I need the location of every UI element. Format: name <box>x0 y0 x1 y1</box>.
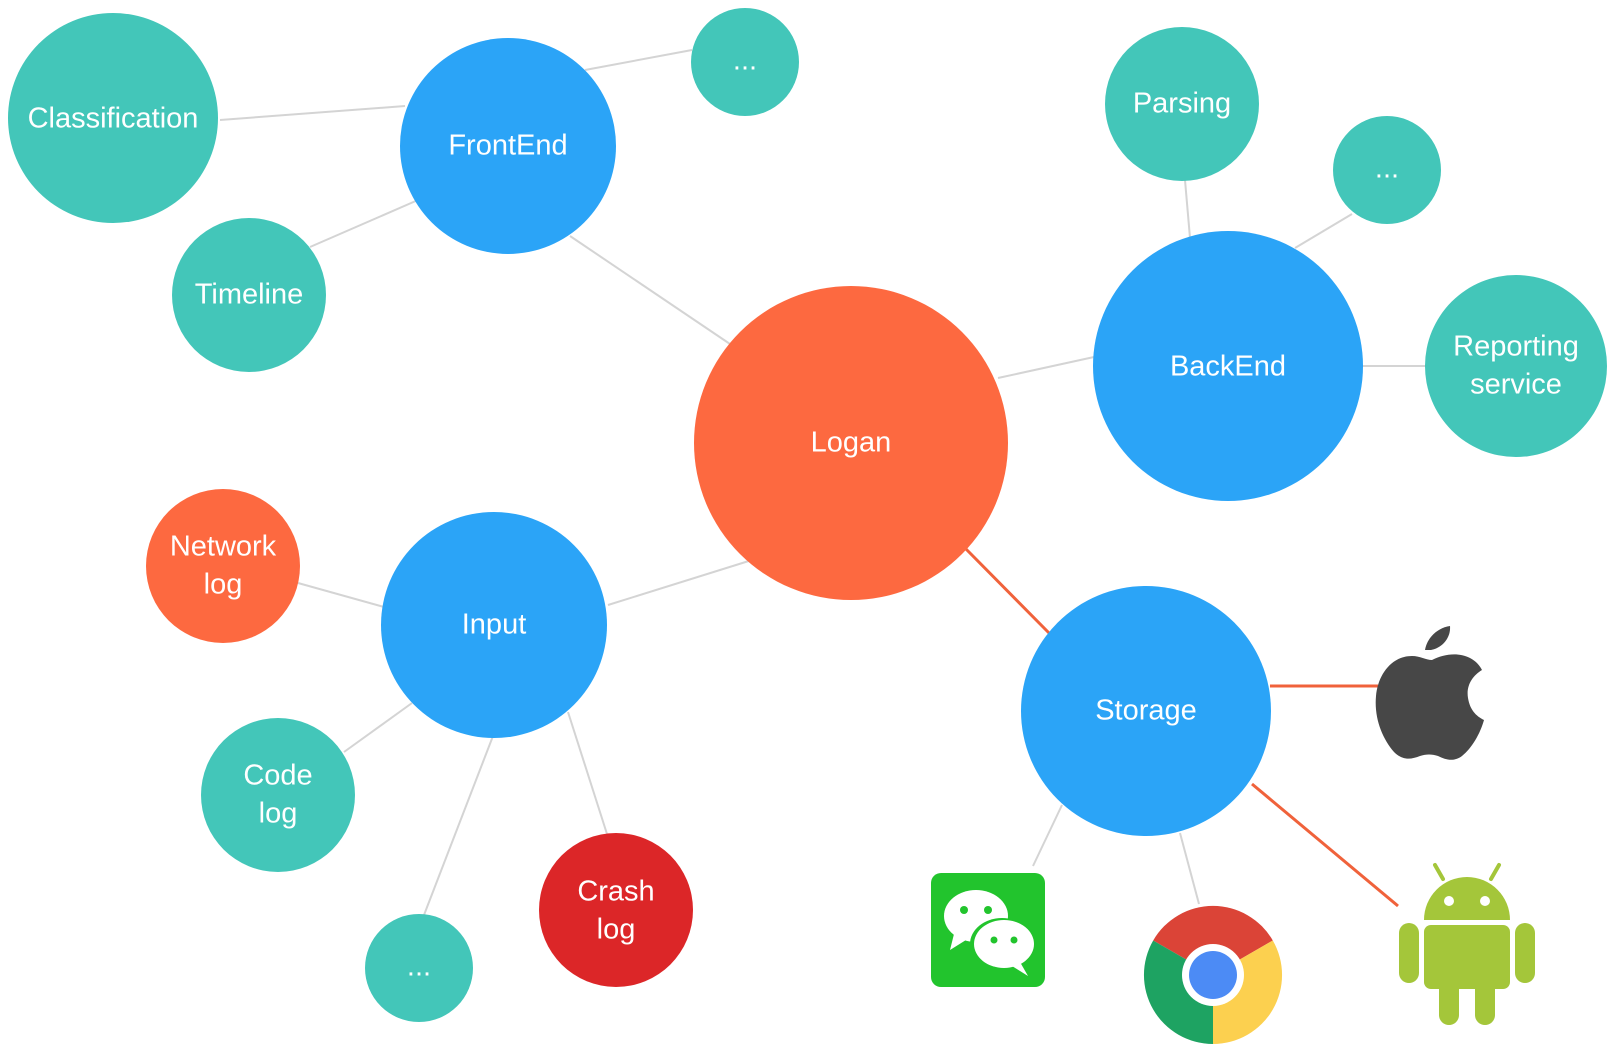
node-backend-more-label: ... <box>1375 153 1399 185</box>
node-timeline-circle <box>172 218 326 372</box>
node-storage-circle <box>1021 586 1271 836</box>
node-network-log-label-2: log <box>204 569 243 601</box>
node-frontend: FrontEnd <box>400 38 616 254</box>
node-code-log: Code log <box>201 718 355 872</box>
node-classification: Classification <box>8 13 218 223</box>
node-crash-log: Crash log <box>539 833 693 987</box>
node-crash-log-label-2: log <box>597 914 636 946</box>
edge-input-network <box>297 582 385 608</box>
apple-icon <box>1375 626 1484 760</box>
node-backend: BackEnd <box>1093 231 1363 501</box>
node-logan-label: Logan <box>811 427 892 459</box>
edge-storage-chrome <box>1179 832 1200 905</box>
edge-backend-parsing <box>1184 179 1191 239</box>
node-network-log-label: Network <box>170 531 277 563</box>
node-input-more-circle <box>365 914 473 1022</box>
edge-input-code <box>343 702 413 753</box>
node-storage: Storage <box>1021 586 1271 836</box>
node-frontend-circle <box>400 38 616 254</box>
node-network-log: Network log <box>146 489 300 643</box>
node-reporting-service: Reporting service <box>1425 275 1607 457</box>
node-storage-label: Storage <box>1095 695 1197 727</box>
platform-icons <box>931 626 1535 1044</box>
node-backend-circle <box>1093 231 1363 501</box>
node-input-more: ... <box>365 914 473 1022</box>
node-input-label: Input <box>462 609 527 641</box>
node-code-log-circle <box>201 718 355 872</box>
edge-frontend-more <box>584 49 693 71</box>
edge-frontend-classification <box>219 105 406 121</box>
node-frontend-more-label: ... <box>733 45 757 77</box>
node-network-log-circle <box>146 489 300 643</box>
node-input-more-label: ... <box>407 951 431 983</box>
node-parsing-label: Parsing <box>1133 88 1231 120</box>
node-frontend-more: ... <box>691 8 799 116</box>
node-backend-more-circle <box>1333 116 1441 224</box>
node-timeline: Timeline <box>172 218 326 372</box>
node-crash-log-circle <box>539 833 693 987</box>
node-frontend-more-circle <box>691 8 799 116</box>
edge-logan-backend <box>997 356 1095 379</box>
edge-storage-wechat <box>1032 804 1063 867</box>
edge-logan-input <box>607 559 753 606</box>
node-backend-more: ... <box>1333 116 1441 224</box>
edge-input-crash <box>567 711 608 835</box>
nodes: Logan FrontEnd BackEnd Input Storage Cla… <box>8 8 1607 1022</box>
node-timeline-label: Timeline <box>195 279 304 311</box>
edge-input-more <box>423 735 494 916</box>
node-parsing: Parsing <box>1105 27 1259 181</box>
node-crash-log-label: Crash <box>577 876 654 908</box>
edge-logan-storage <box>963 546 1052 636</box>
node-code-log-label-2: log <box>259 798 298 830</box>
edge-frontend-timeline <box>309 199 419 248</box>
node-classification-label: Classification <box>28 103 199 135</box>
node-reporting-service-label-2: service <box>1470 369 1562 401</box>
edges <box>219 49 1426 916</box>
node-classification-circle <box>8 13 218 223</box>
node-code-log-label: Code <box>243 760 312 792</box>
edge-logan-frontend <box>569 235 731 345</box>
node-reporting-service-circle <box>1425 275 1607 457</box>
node-parsing-circle <box>1105 27 1259 181</box>
node-input-circle <box>381 512 607 738</box>
edge-storage-android <box>1251 782 1399 908</box>
node-logan-circle <box>694 286 1008 600</box>
chrome-icon <box>1143 905 1283 1044</box>
node-input: Input <box>381 512 607 738</box>
node-frontend-label: FrontEnd <box>448 130 567 162</box>
edge-backend-more <box>1294 213 1353 249</box>
node-backend-label: BackEnd <box>1170 351 1286 383</box>
android-icon <box>1399 863 1535 1025</box>
wechat-icon <box>931 873 1045 987</box>
node-reporting-service-label: Reporting <box>1453 331 1579 363</box>
node-logan: Logan <box>694 286 1008 600</box>
